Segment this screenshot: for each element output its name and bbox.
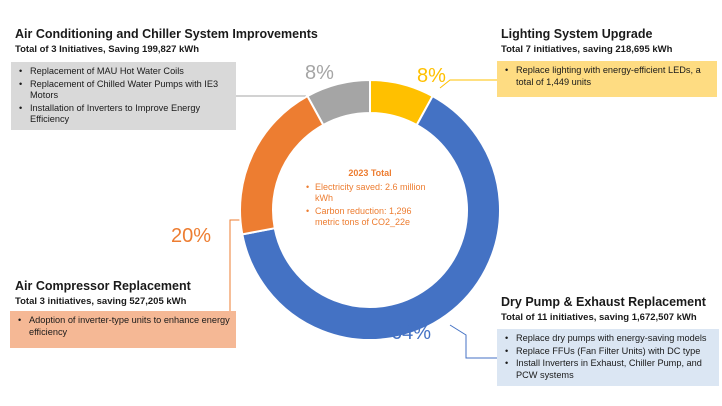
- donut-slice-20pct: [239, 94, 325, 236]
- center-title: 2023 Total: [348, 168, 392, 178]
- donut-slice-64pct: [241, 94, 501, 341]
- aircomp-subtitle: Total 3 initiatives, saving 527,205 kWh: [15, 296, 187, 307]
- pct-label-lighting: 8%: [417, 65, 446, 87]
- connector-lighting: [439, 79, 497, 89]
- dry-item: Install Inverters in Exhaust, Chiller Pu…: [503, 358, 713, 381]
- connector-dry: [449, 324, 497, 359]
- aircomp-item: Adoption of inverter-type units to enhan…: [16, 315, 230, 338]
- pct-label-ac: 8%: [305, 62, 334, 84]
- dry-subtitle: Total of 11 initiatives, saving 1,672,50…: [501, 312, 697, 323]
- aircomp-initiatives-box: Adoption of inverter-type units to enhan…: [10, 311, 236, 348]
- ac-item: Replacement of MAU Hot Water Coils: [17, 66, 230, 78]
- center-line-carbon: Carbon reduction: 1,296 metric tons of C…: [305, 206, 435, 228]
- ac-subtitle: Total of 3 Initiatives, Saving 199,827 k…: [15, 44, 200, 55]
- ac-title: Air Conditioning and Chiller System Impr…: [15, 27, 318, 41]
- center-line-electricity: Electricity saved: 2.6 million kWh: [305, 182, 435, 204]
- pct-label-aircomp: 20%: [171, 225, 212, 247]
- donut-slices: [239, 78, 501, 341]
- lighting-subtitle: Total 7 initiatives, saving 218,695 kWh: [501, 44, 673, 55]
- ac-initiatives-box: Replacement of MAU Hot Water Coils Repla…: [11, 62, 236, 130]
- lighting-item: Replace lighting with energy-efficient L…: [503, 65, 711, 88]
- dry-initiatives-box: Replace dry pumps with energy-saving mod…: [497, 329, 719, 386]
- pct-label-dry: 64%: [391, 322, 432, 344]
- ac-item: Replacement of Chilled Water Pumps with …: [17, 79, 230, 102]
- aircomp-title: Air Compressor Replacement: [15, 279, 191, 293]
- center-summary: 2023 Total Electricity saved: 2.6 millio…: [305, 168, 435, 230]
- dry-item: Replace FFUs (Fan Filter Units) with DC …: [503, 346, 713, 358]
- dry-title: Dry Pump & Exhaust Replacement: [501, 295, 706, 309]
- ac-item: Installation of Inverters to Improve Ene…: [17, 103, 230, 126]
- lighting-initiatives-box: Replace lighting with energy-efficient L…: [497, 61, 717, 97]
- dry-item: Replace dry pumps with energy-saving mod…: [503, 333, 713, 345]
- lighting-title: Lighting System Upgrade: [501, 27, 653, 41]
